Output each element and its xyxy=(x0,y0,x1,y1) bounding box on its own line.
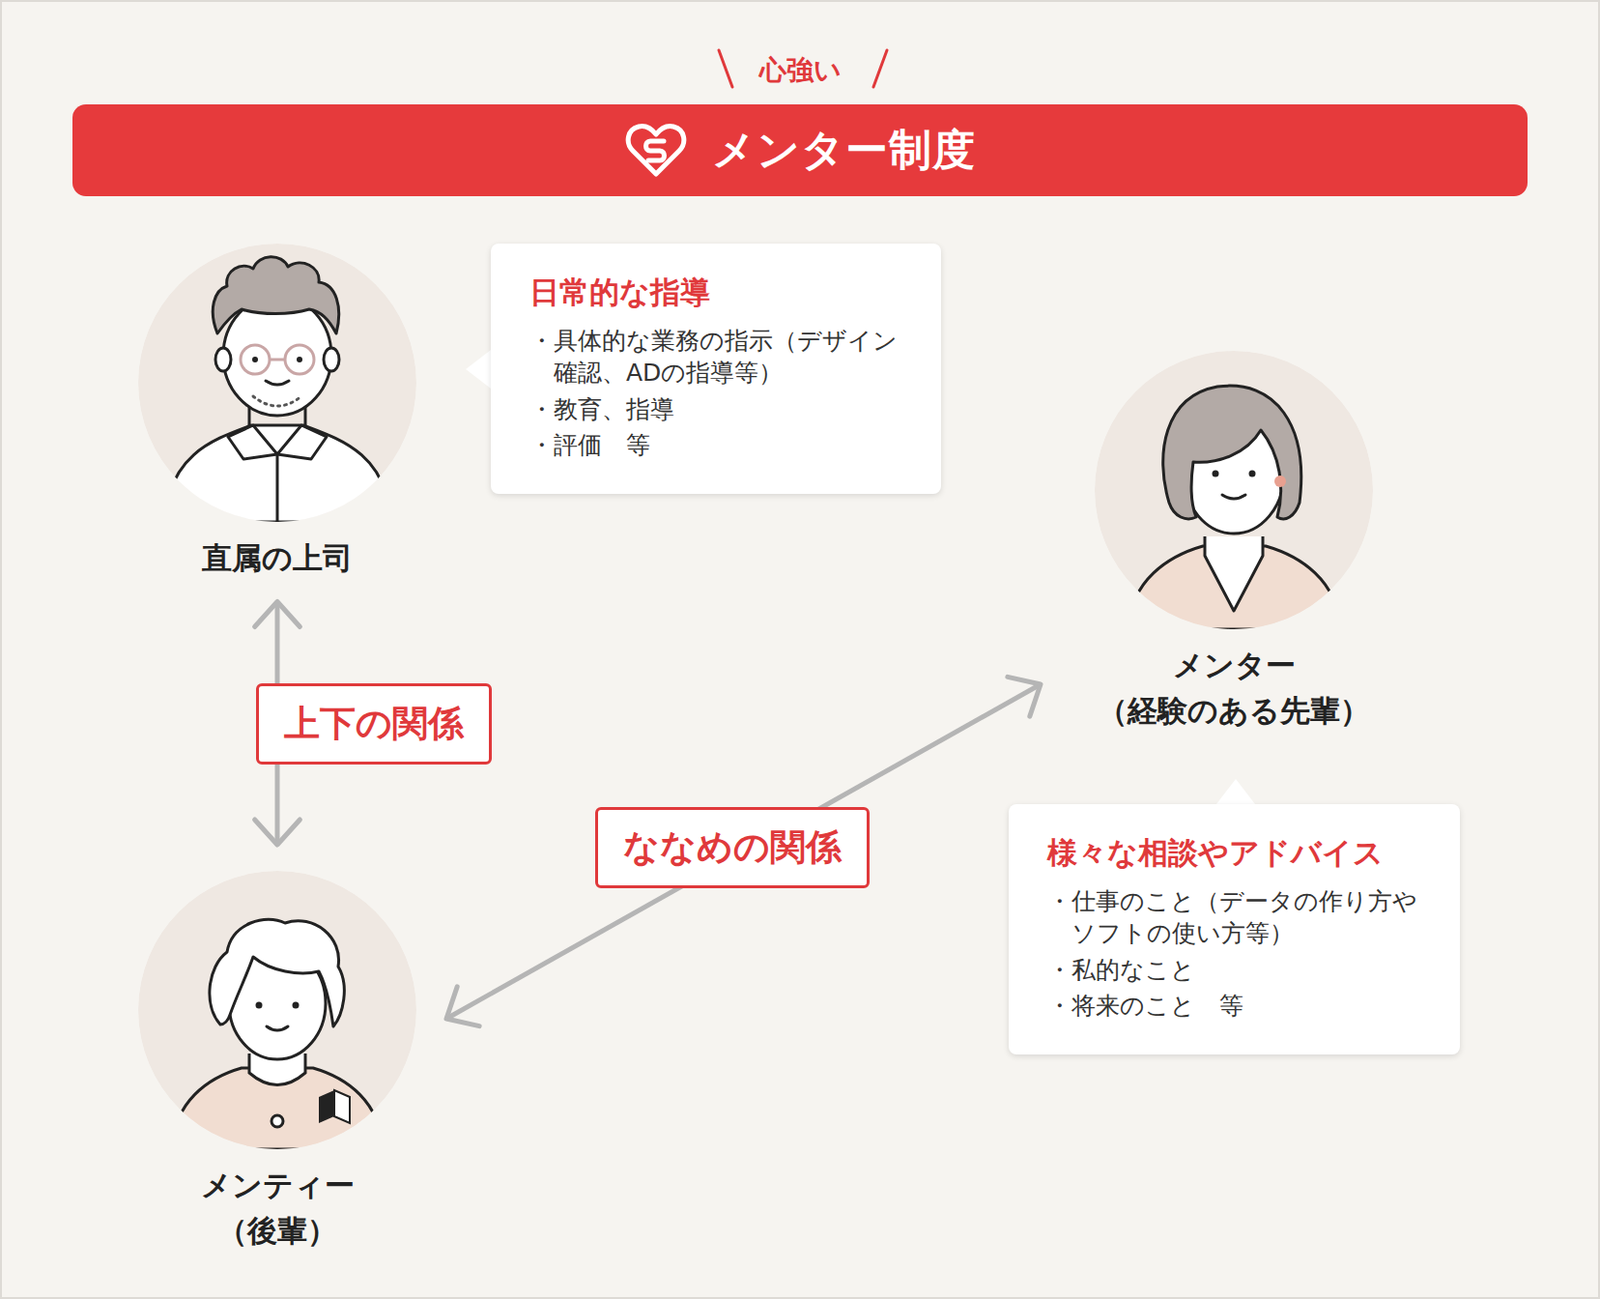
edge-label: 上下の関係 xyxy=(256,683,492,765)
top-label: 心強い xyxy=(759,52,842,89)
list-item: ・具体的な業務の指示（デザイン確認、ADの指導等） xyxy=(529,324,913,390)
callout-pointer xyxy=(1216,778,1256,804)
callout-box: 日常的な指導・具体的な業務の指示（デザイン確認、ADの指導等）・教育、指導・評価… xyxy=(490,243,942,494)
list-item: ・教育、指導 xyxy=(529,393,913,426)
callout-pointer xyxy=(465,349,491,389)
person-node: メンター（経験のある先輩） xyxy=(1079,350,1389,733)
callout-heading: 様々な相談やアドバイス xyxy=(1047,832,1431,874)
list-item: ・将来のこと 等 xyxy=(1047,989,1431,1022)
list-item: ・私的なこと xyxy=(1047,953,1431,986)
slash xyxy=(873,50,887,87)
title-text: メンター制度 xyxy=(712,121,976,179)
person-label: メンター xyxy=(1079,642,1389,688)
person-node: メンティー（後輩） xyxy=(132,870,423,1253)
circle-space xyxy=(132,243,423,536)
connector xyxy=(446,676,1041,1026)
list-item: ・評価 等 xyxy=(529,428,913,461)
circle-space xyxy=(1079,350,1389,643)
person-label: 直属の上司 xyxy=(132,535,423,581)
person-label: メンティー xyxy=(132,1162,423,1208)
callout-heading: 日常的な指導 xyxy=(529,272,913,314)
person-node: 直属の上司 xyxy=(132,243,423,581)
list-item: ・仕事のこと（データの作り方やソフトの使い方等） xyxy=(1047,885,1431,950)
title-band: メンター制度 xyxy=(72,104,1528,197)
boss-figure xyxy=(138,243,417,522)
mentor-figure xyxy=(1094,350,1373,629)
circle-space xyxy=(132,870,423,1163)
person-label: （後輩） xyxy=(132,1207,423,1254)
mentee-figure xyxy=(138,870,417,1149)
person-label: （経験のある先輩） xyxy=(1079,687,1389,734)
callout-box: 様々な相談やアドバイス・仕事のこと（データの作り方やソフトの使い方等）・私的なこ… xyxy=(1008,803,1460,1055)
edge-label: ななめの関係 xyxy=(595,806,870,888)
slash xyxy=(718,50,733,87)
heart-icon xyxy=(625,121,687,180)
